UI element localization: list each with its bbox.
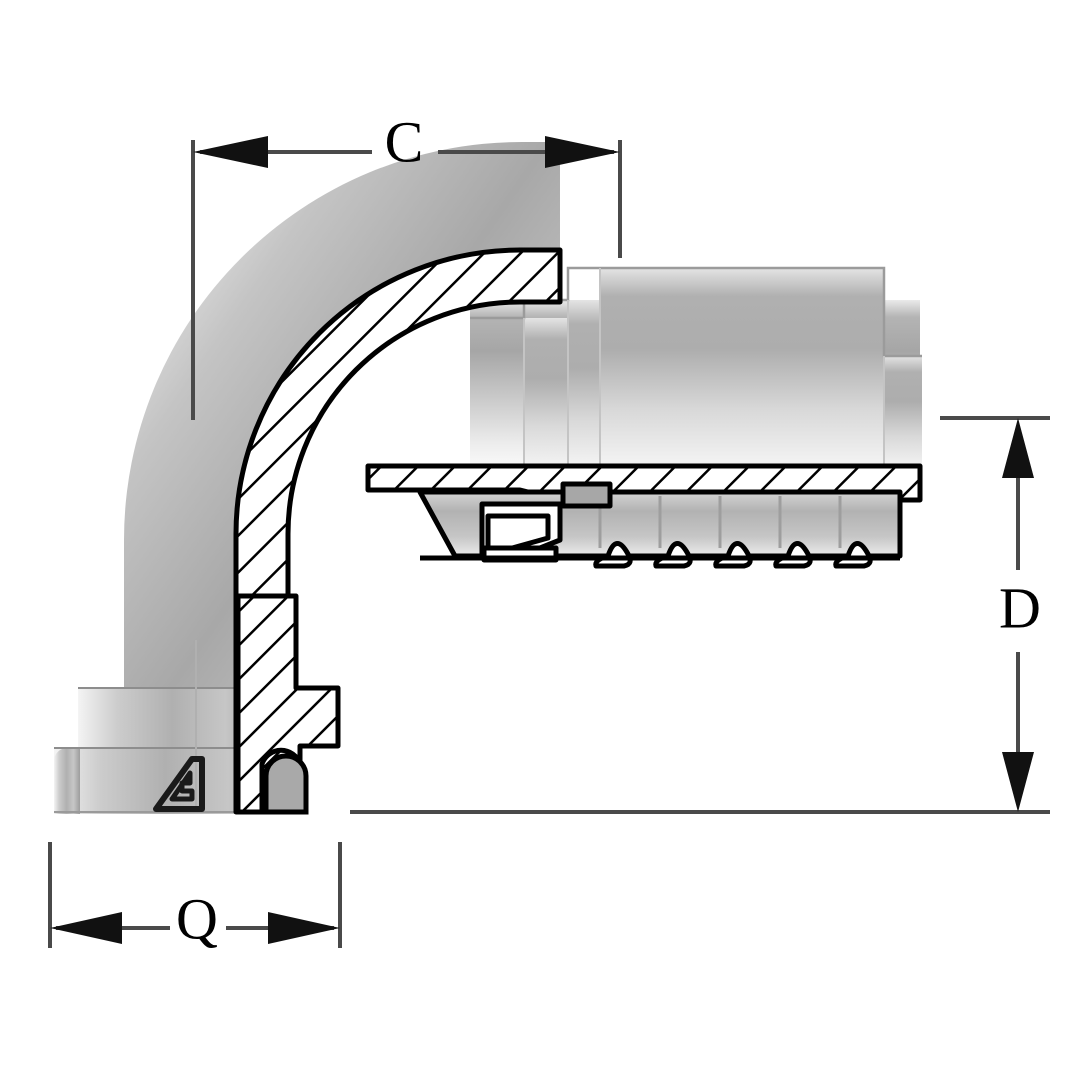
dimension-d: D — [350, 416, 1050, 814]
dimension-c-label: C — [385, 109, 424, 174]
dimension-d-label: D — [999, 575, 1041, 640]
dimension-q-arrow-right — [268, 912, 340, 944]
hose-nipple-barbs — [417, 481, 903, 569]
bend-wall-hatch — [233, 247, 563, 815]
ferrule-step-2 — [568, 300, 600, 470]
fitting-body — [54, 142, 923, 815]
logo-inner-mark — [169, 770, 195, 802]
ferrule-step-1 — [524, 318, 568, 470]
flange-corner-fillet — [54, 748, 80, 814]
logo-outer-triangle — [153, 756, 205, 812]
dimension-c-arrow-right — [545, 136, 620, 168]
dimension-c: C — [191, 109, 622, 420]
dimension-d-arrow-top — [1002, 418, 1034, 478]
dimension-c-arrow-left — [193, 136, 268, 168]
dimension-q-arrow-left — [50, 912, 122, 944]
ferrule-barrel — [600, 268, 884, 470]
flange-seal-boss — [263, 753, 309, 815]
flange-section-block — [235, 593, 341, 815]
ferrule-profile-outline — [470, 266, 922, 358]
flange-cut-hatch — [235, 593, 341, 815]
manufacturer-logo — [153, 756, 205, 812]
ferrule-collar — [470, 266, 922, 470]
dimension-d-arrow-bottom — [1002, 752, 1034, 812]
ferrule-right-shoulder — [884, 356, 922, 470]
insert-stop-block — [560, 481, 613, 509]
dimension-q-label: Q — [176, 886, 218, 951]
dimension-q: Q — [48, 842, 342, 951]
